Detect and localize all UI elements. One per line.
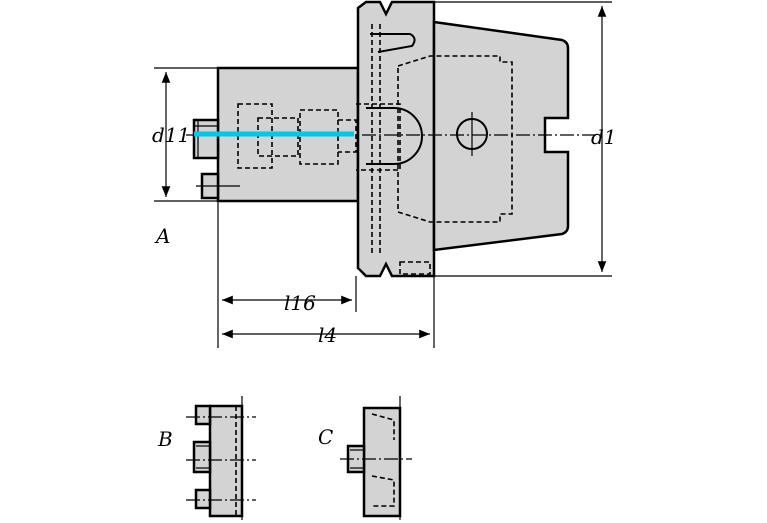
label-view-c: C <box>318 425 333 449</box>
hidden-lines <box>237 24 513 275</box>
flange-key-slot <box>370 33 416 53</box>
detail-view-c <box>340 396 412 520</box>
label-view-a: A <box>154 224 170 248</box>
main-view <box>186 0 600 278</box>
central-bore <box>366 107 423 165</box>
taper-shank <box>432 20 570 252</box>
label-d1: d1 <box>591 125 617 149</box>
label-l16: l16 <box>284 291 316 315</box>
label-l4: l4 <box>318 323 337 347</box>
label-view-b: B <box>157 427 173 451</box>
spigot-thread <box>194 120 218 158</box>
dimensions <box>154 1 612 348</box>
detail-view-b <box>186 396 256 520</box>
label-d11: d11 <box>152 123 190 147</box>
